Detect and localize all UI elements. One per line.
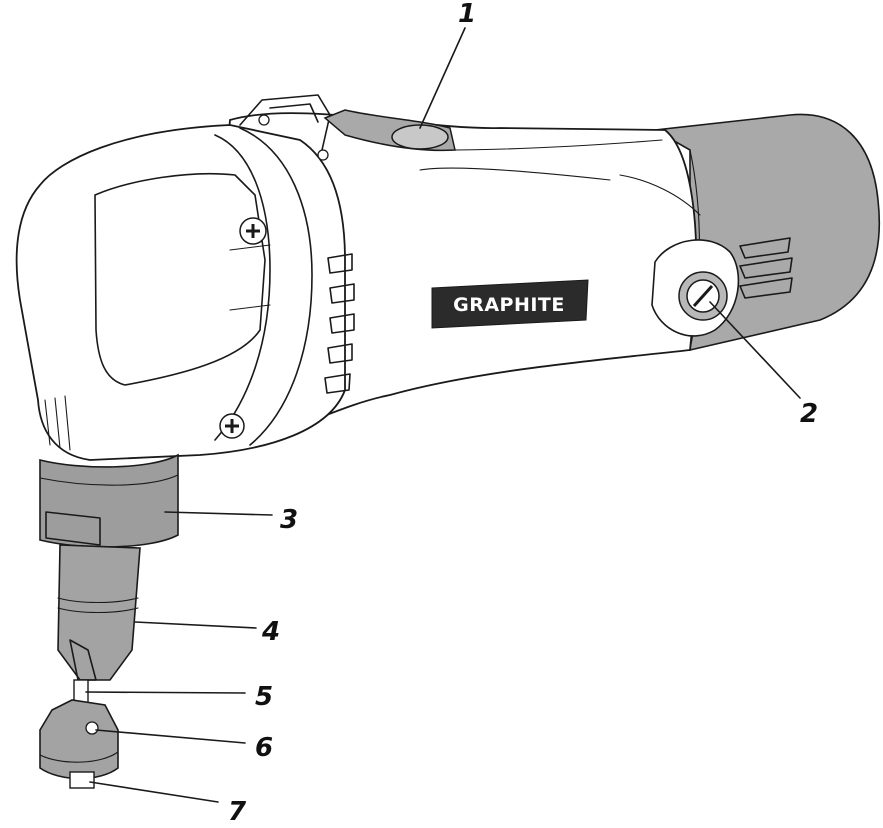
callout-3: 3 xyxy=(280,505,298,535)
callout-2: 2 xyxy=(800,399,818,429)
callout-6: 6 xyxy=(255,733,273,763)
brush-cap xyxy=(651,239,740,337)
die-holder xyxy=(39,699,119,780)
brand-logo-text: GRAPHITE xyxy=(453,294,565,316)
die-tip xyxy=(69,771,95,789)
screw-top xyxy=(239,217,267,245)
shaft xyxy=(57,544,141,681)
callout-4: 4 xyxy=(261,617,280,647)
callout-7: 7 xyxy=(228,797,247,827)
leader-lines xyxy=(85,27,801,803)
screw-bottom xyxy=(219,413,245,439)
brand-logo: GRAPHITE xyxy=(431,279,589,329)
callout-1: 1 xyxy=(458,0,476,29)
collar xyxy=(39,453,179,548)
gear-head xyxy=(15,124,355,461)
top-switch-bracket xyxy=(239,94,331,161)
on-off-switch xyxy=(323,109,456,152)
callout-5: 5 xyxy=(255,682,273,712)
